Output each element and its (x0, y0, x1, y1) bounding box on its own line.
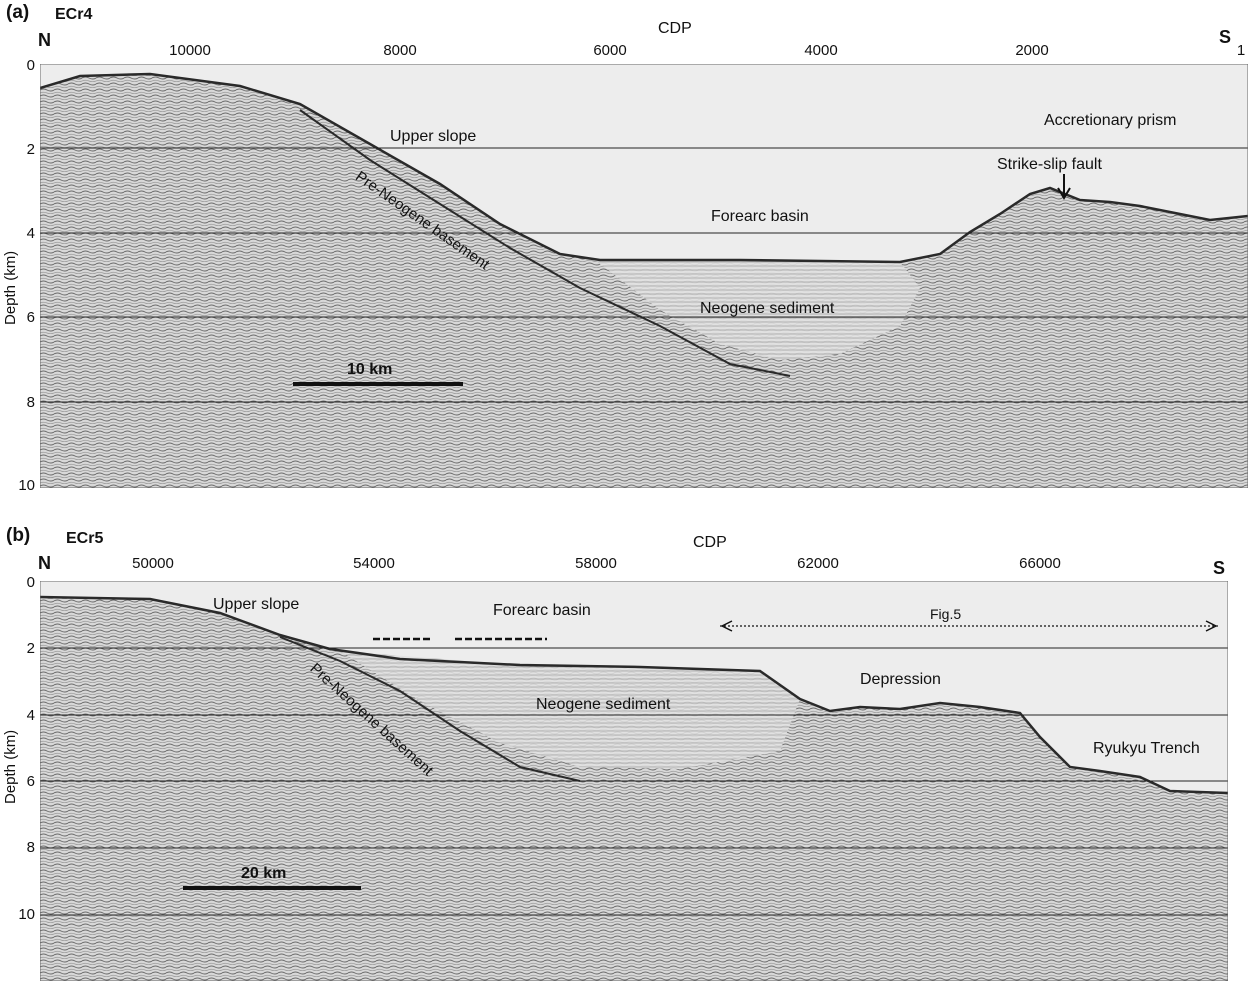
panel-a-scale-bar-label: 10 km (347, 361, 393, 378)
panel-a-strike-slip-fault-label: Strike-slip fault (997, 156, 1102, 173)
panel-b-y-tick: 6 (26, 773, 35, 790)
panel-b-y-tick: 10 (18, 906, 35, 923)
panel-a-neogene-sediment-label: Neogene sediment (700, 300, 835, 317)
panel-a-y-axis-title: Depth (km) (2, 250, 19, 325)
panel-b-neogene-sediment-label: Neogene sediment (536, 696, 671, 713)
panel-b-scale-bar (183, 886, 361, 890)
panel-a-south-label: S (1219, 27, 1232, 47)
panel-b-seafloor-reflector (40, 595, 1228, 795)
panel-b-label: (b) (6, 525, 31, 546)
panel-b-x-tick: 58000 (575, 555, 617, 572)
panel-b-x-axis-title: CDP (693, 534, 727, 551)
panel-a-scale-bar (293, 382, 463, 386)
panel-b-north-label: N (38, 553, 51, 573)
panel-a-forearc-basin-label: Forearc basin (711, 208, 809, 225)
panel-a-x-tick: 6000 (593, 42, 627, 59)
panel-a-x-tick: 8000 (383, 42, 417, 59)
panel-a-accretionary-prism-label: Accretionary prism (1044, 112, 1177, 129)
panel-a-y-tick: 10 (18, 477, 35, 494)
panel-b-neogene-sediment-body (340, 651, 800, 769)
panel-b-scale-bar-label: 20 km (241, 865, 287, 882)
panel-a-north-label: N (38, 30, 51, 50)
panel-a-basement-top-reflector (299, 109, 791, 377)
panel-b-line-name: ECr5 (66, 530, 104, 547)
panel-b-fig5-label: Fig.5 (930, 606, 962, 622)
panel-a-y-tick: 6 (26, 309, 35, 326)
panel-b-south-label: S (1213, 558, 1226, 578)
panel-a-label: (a) (6, 2, 30, 23)
panel-a-x-tick: 10000 (169, 42, 211, 59)
panel-a: (a) ECr4 N S CDP 10000 8000 6000 4000 20… (0, 0, 1250, 494)
panel-b-y-tick: 8 (26, 839, 35, 856)
panel-a-y-tick: 8 (26, 394, 35, 411)
panel-a-x-tick: 4000 (804, 42, 838, 59)
panel-b-seismic-section (40, 581, 1228, 981)
panel-b-y-tick: 0 (26, 574, 35, 591)
panel-a-y-tick: 0 (26, 57, 35, 74)
panel-b-x-tick: 62000 (797, 555, 839, 572)
panel-b-upper-slope-label: Upper slope (213, 596, 300, 613)
panel-b-double-arrow-icon (721, 620, 1217, 632)
panel-a-fault-arrow-icon (1057, 174, 1071, 200)
panel-a-x-tick: 1 (1236, 42, 1246, 59)
panel-b-y-tick: 4 (26, 707, 35, 724)
panel-a-line-name: ECr4 (55, 6, 93, 23)
panel-a-y-tick: 2 (26, 141, 35, 158)
panel-b-ryukyu-trench-label: Ryukyu Trench (1093, 740, 1200, 757)
panel-b-depression-label: Depression (860, 671, 941, 688)
panel-a-y-tick: 4 (26, 225, 35, 242)
panel-a-x-tick: 2000 (1015, 42, 1049, 59)
panel-b-x-tick: 50000 (132, 555, 174, 572)
panel-a-neogene-sediment-body (595, 260, 920, 360)
panel-b-y-axis-title: Depth (km) (2, 729, 19, 804)
panel-a-seafloor-reflector (40, 72, 1248, 264)
panel-b-forearc-basin-label: Forearc basin (493, 602, 591, 619)
panel-a-upper-slope-label: Upper slope (390, 128, 477, 145)
panel-b-x-tick: 66000 (1019, 555, 1061, 572)
panel-a-x-axis-title: CDP (658, 20, 692, 37)
panel-b-y-tick: 2 (26, 640, 35, 657)
panel-b-subsurface (40, 597, 1228, 981)
panel-b: (b) ECr5 N S CDP 50000 54000 58000 62000… (0, 492, 1250, 985)
panel-b-basement-top-reflector (279, 636, 581, 782)
panel-b-x-tick: 54000 (353, 555, 395, 572)
